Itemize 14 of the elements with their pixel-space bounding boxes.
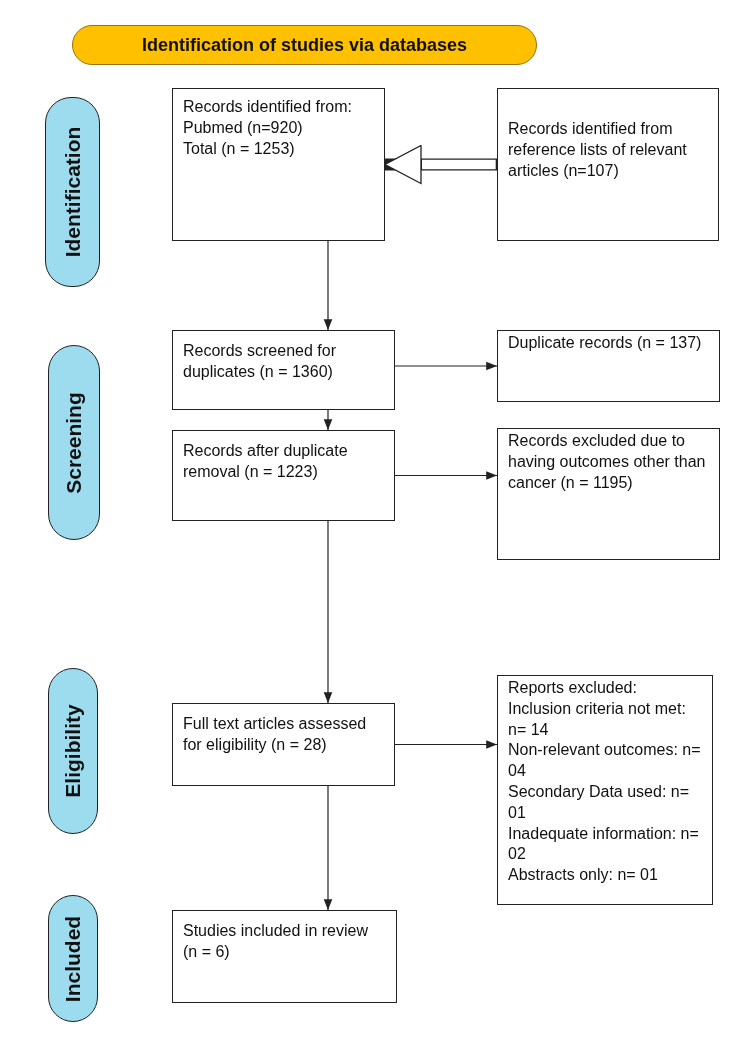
process-box: Studies included in review (n = 6) <box>172 910 397 1003</box>
process-box: Full text articles assessed for eligibility (n = 28) <box>172 703 395 786</box>
title-banner: Identification of studies via databases <box>72 25 537 65</box>
process-box: Duplicate records (n = 137) <box>497 330 720 402</box>
stage-band: Identification <box>45 97 100 287</box>
process-box: Records screened for duplicates (n = 1360) <box>172 330 395 410</box>
stage-band: Screening <box>48 345 100 540</box>
process-box: Records identified from: Pubmed (n=920) Total (n = 1253) <box>172 88 385 241</box>
process-box: Reports excluded: Inclusion criteria not met: n= 14 Non-relevant outcomes: n= 04 Secondary Data used: n= 01 Inadequate information: n= 02 Abstracts only: n= 01 <box>497 675 713 905</box>
process-box: Records excluded due to having outcomes other than cancer (n = 1195) <box>497 428 720 560</box>
stage-band: Eligibility <box>48 668 98 834</box>
process-box: Records after duplicate removal (n = 1223) <box>172 430 395 521</box>
stage-band: Included <box>48 895 98 1022</box>
process-box: Records identified from reference lists of relevant articles (n=107) <box>497 88 719 241</box>
